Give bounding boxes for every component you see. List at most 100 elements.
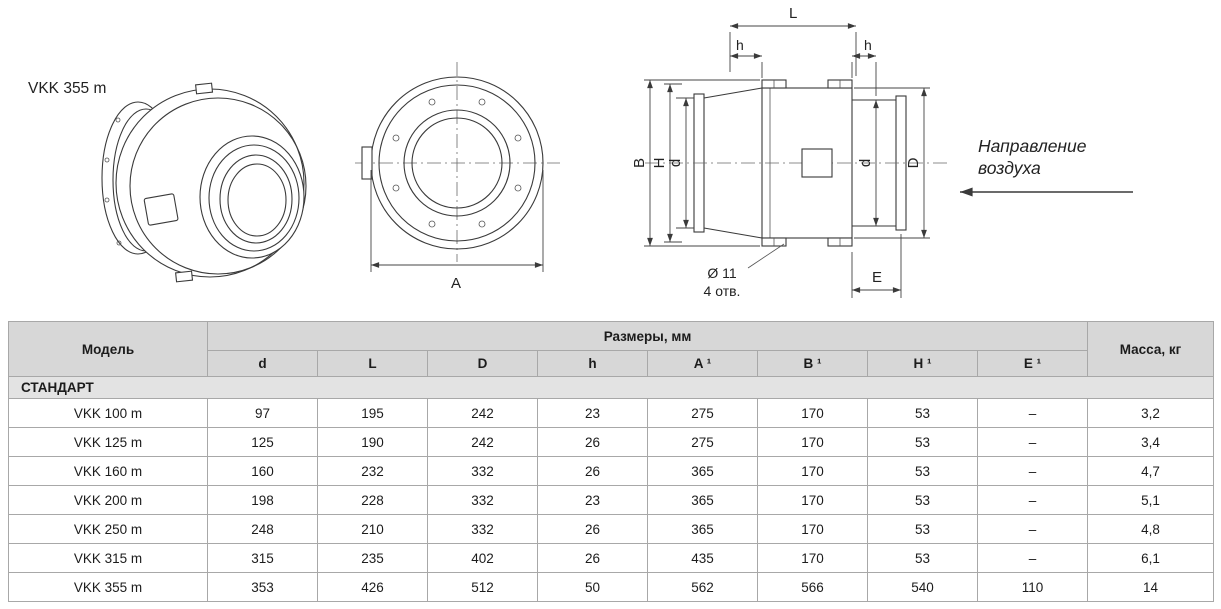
dim-label-h-right: h bbox=[864, 37, 872, 53]
value-cell: 4,8 bbox=[1087, 514, 1214, 544]
value-cell: 198 bbox=[207, 485, 318, 515]
value-cell: 195 bbox=[317, 398, 428, 428]
dim-label-D: D bbox=[905, 157, 922, 168]
terminal-box bbox=[143, 193, 179, 226]
value-cell: 5,1 bbox=[1087, 485, 1214, 515]
hole-note-count: 4 отв. bbox=[704, 283, 741, 299]
dim-label-L: L bbox=[789, 5, 797, 22]
side-view: L h h B H d d D bbox=[631, 5, 950, 299]
air-direction-label-line1: Направление bbox=[978, 136, 1087, 156]
value-cell: 170 bbox=[757, 456, 868, 486]
dim-label-E: E bbox=[872, 269, 882, 286]
air-direction-label-line2: воздуха bbox=[978, 158, 1041, 178]
mounting-tab-bottom bbox=[175, 270, 194, 283]
value-cell: 210 bbox=[317, 514, 428, 544]
mounting-tab-top bbox=[195, 82, 214, 95]
value-cell: 170 bbox=[757, 427, 868, 457]
value-cell: 332 bbox=[427, 456, 538, 486]
technical-drawing-area: VKK 355 m bbox=[28, 5, 1133, 299]
col-header-h: h bbox=[537, 350, 648, 377]
model-cell: VKK 125 m bbox=[8, 427, 208, 457]
col-header-dimensions: Размеры, мм bbox=[207, 321, 1088, 351]
value-cell: 235 bbox=[317, 543, 428, 573]
col-header-d: D bbox=[427, 350, 538, 377]
model-cell: VKK 355 m bbox=[8, 572, 208, 602]
col-header-model: Модель bbox=[8, 321, 208, 377]
value-cell: 3,2 bbox=[1087, 398, 1214, 428]
table-header-row: Модель Размеры, мм Масса, кг bbox=[8, 321, 1214, 377]
model-cell: VKK 100 m bbox=[8, 398, 208, 428]
value-cell: 275 bbox=[647, 398, 758, 428]
value-cell: 14 bbox=[1087, 572, 1214, 602]
dim-label-B: B bbox=[631, 158, 648, 168]
dim-label-h-left: h bbox=[736, 37, 744, 53]
col-header-d: d bbox=[207, 350, 318, 377]
value-cell: 426 bbox=[317, 572, 428, 602]
dim-label-d-left: d bbox=[667, 159, 684, 167]
model-cell: VKK 315 m bbox=[8, 543, 208, 573]
dim-label-d-right: d bbox=[857, 159, 874, 167]
value-cell: 562 bbox=[647, 572, 758, 602]
value-cell: 26 bbox=[537, 543, 648, 573]
air-direction: Направление воздуха bbox=[960, 136, 1133, 197]
value-cell: 53 bbox=[867, 398, 978, 428]
value-cell: 512 bbox=[427, 572, 538, 602]
value-cell: – bbox=[977, 485, 1088, 515]
col-header-l: L bbox=[317, 350, 428, 377]
value-cell: 315 bbox=[207, 543, 318, 573]
value-cell: 50 bbox=[537, 572, 648, 602]
value-cell: 53 bbox=[867, 427, 978, 457]
front-view: A bbox=[355, 62, 560, 292]
value-cell: 190 bbox=[317, 427, 428, 457]
value-cell: 3,4 bbox=[1087, 427, 1214, 457]
value-cell: 170 bbox=[757, 543, 868, 573]
model-cell: VKK 160 m bbox=[8, 456, 208, 486]
fan-technical-drawing: VKK 355 m bbox=[28, 5, 1133, 299]
col-header-a: A ¹ bbox=[647, 350, 758, 377]
section-row: СТАНДАРТ bbox=[8, 376, 1214, 399]
value-cell: – bbox=[977, 427, 1088, 457]
col-header-h: H ¹ bbox=[867, 350, 978, 377]
value-cell: 53 bbox=[867, 543, 978, 573]
value-cell: 53 bbox=[867, 485, 978, 515]
value-cell: 23 bbox=[537, 398, 648, 428]
value-cell: 540 bbox=[867, 572, 978, 602]
value-cell: 6,1 bbox=[1087, 543, 1214, 573]
value-cell: 26 bbox=[537, 427, 648, 457]
value-cell: 23 bbox=[537, 485, 648, 515]
value-cell: 125 bbox=[207, 427, 318, 457]
value-cell: 435 bbox=[647, 543, 758, 573]
value-cell: – bbox=[977, 514, 1088, 544]
section-label: СТАНДАРТ bbox=[8, 376, 1214, 399]
value-cell: 232 bbox=[317, 456, 428, 486]
value-cell: 53 bbox=[867, 514, 978, 544]
value-cell: – bbox=[977, 398, 1088, 428]
model-cell: VKK 200 m bbox=[8, 485, 208, 515]
col-header-e: E ¹ bbox=[977, 350, 1088, 377]
value-cell: 365 bbox=[647, 485, 758, 515]
value-cell: 170 bbox=[757, 514, 868, 544]
value-cell: 365 bbox=[647, 456, 758, 486]
terminal-box-side bbox=[801, 148, 833, 178]
value-cell: 26 bbox=[537, 456, 648, 486]
value-cell: 170 bbox=[757, 398, 868, 428]
dim-label-A: A bbox=[451, 275, 461, 292]
flange-clamp-tab bbox=[361, 146, 373, 180]
value-cell: 160 bbox=[207, 456, 318, 486]
col-header-mass: Масса, кг bbox=[1087, 321, 1214, 377]
value-cell: 53 bbox=[867, 456, 978, 486]
value-cell: – bbox=[977, 543, 1088, 573]
perspective-view bbox=[101, 82, 307, 283]
value-cell: 97 bbox=[207, 398, 318, 428]
value-cell: 248 bbox=[207, 514, 318, 544]
value-cell: 402 bbox=[427, 543, 538, 573]
value-cell: 228 bbox=[317, 485, 428, 515]
